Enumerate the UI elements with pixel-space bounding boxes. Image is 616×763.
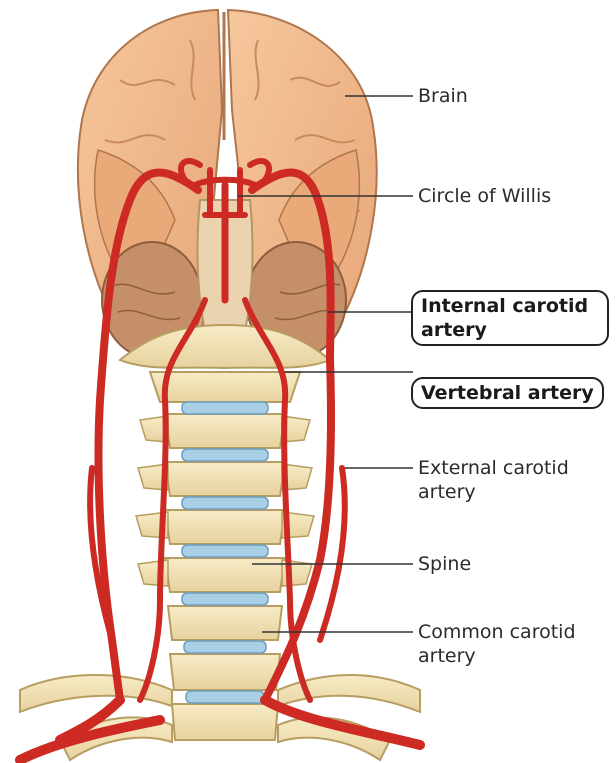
disc-1 — [182, 402, 268, 414]
label-internal-carotid-artery: Internal carotid artery — [411, 290, 609, 346]
disc-5 — [182, 593, 268, 605]
label-external-carotid-artery: External carotid artery — [418, 456, 608, 504]
label-vertebral-artery: Vertebral artery — [411, 377, 604, 409]
disc-6 — [184, 641, 266, 653]
vertebra-c4 — [165, 510, 285, 544]
vertebra-c6 — [168, 606, 282, 640]
vertebra-t1 — [172, 704, 278, 740]
disc-7 — [186, 691, 264, 703]
disc-3 — [182, 497, 268, 509]
vertebra-c3 — [165, 462, 285, 496]
spine — [20, 325, 420, 760]
vertebra-c5 — [165, 558, 285, 592]
vertebra-c7 — [170, 654, 280, 690]
label-circle-of-willis: Circle of Willis — [418, 184, 551, 208]
label-brain: Brain — [418, 84, 468, 108]
vertebra-c1 — [150, 372, 300, 402]
disc-4 — [182, 545, 268, 557]
vertebra-c2 — [165, 414, 285, 448]
label-common-carotid-artery: Common carotid artery — [418, 620, 608, 668]
disc-2 — [182, 449, 268, 461]
label-spine: Spine — [418, 552, 471, 576]
